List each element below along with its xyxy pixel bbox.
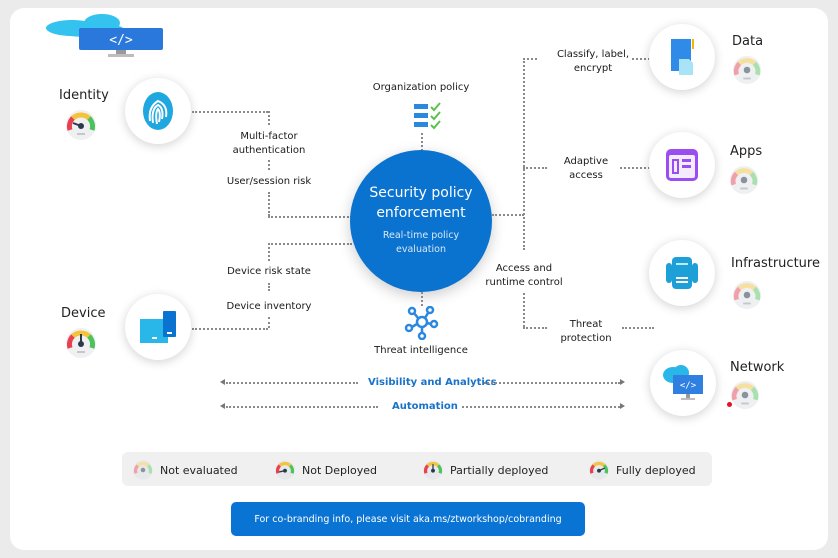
- connector-line: [268, 243, 270, 261]
- gauge-partially-deployed-icon: [423, 460, 443, 480]
- connector-line: [421, 292, 423, 306]
- legend-label: Fully deployed: [616, 463, 696, 477]
- connector-line: [484, 382, 620, 384]
- gauge-not-evaluated-icon: [731, 55, 763, 89]
- label-threat-protection: Threat protection: [560, 319, 612, 344]
- connector-line: [192, 111, 268, 113]
- connector-line: [523, 327, 547, 329]
- pillar-title-apps: Apps: [730, 144, 763, 159]
- pillar-identity[interactable]: [125, 78, 191, 144]
- cloud-monitor-icon: </>: [663, 365, 703, 400]
- label-adaptive-access: Adaptive access: [563, 156, 609, 181]
- legend-not-evaluated: Not evaluated: [132, 460, 238, 480]
- legend-label: Not Deployed: [302, 463, 378, 477]
- connector-line: [268, 283, 270, 291]
- arrow-right-icon: [620, 379, 625, 385]
- gauge-fully-deployed-icon: [64, 110, 98, 144]
- connector-line: [523, 293, 525, 327]
- flow-automation: Automation: [392, 401, 458, 412]
- connector-line: [620, 167, 650, 169]
- svg-text:</>: </>: [109, 33, 133, 48]
- pillar-title-identity: Identity: [59, 88, 109, 103]
- policy-checklist-icon: [413, 102, 443, 136]
- hub-subtitle: Real-time policy evaluation: [382, 230, 460, 255]
- connector-line: [192, 328, 268, 330]
- gauge-not-evaluated-icon: [728, 165, 760, 199]
- legend-not-deployed: Not Deployed: [274, 460, 377, 480]
- arrow-left-icon: [220, 403, 225, 409]
- label-mfa: Multi-factor authentication: [232, 131, 306, 156]
- security-policy-enforcement-hub[interactable]: Security policy enforcement Real-time po…: [350, 150, 492, 292]
- connector-line: [268, 216, 352, 218]
- label-threat-intelligence: Threat intelligence: [374, 345, 468, 356]
- alert-dot: [727, 402, 732, 407]
- gauge-fully-deployed-icon: [589, 460, 609, 480]
- connector-line: [226, 382, 358, 384]
- arrow-left-icon: [220, 379, 225, 385]
- connector-line: [268, 160, 270, 170]
- label-classify: Classify, label, encrypt: [556, 49, 630, 74]
- pillar-title-data: Data: [732, 34, 764, 49]
- legend-label: Partially deployed: [450, 463, 549, 477]
- pillar-device[interactable]: [125, 294, 191, 360]
- connector-line: [523, 58, 537, 60]
- hub-title: Security policy enforcement: [369, 185, 473, 221]
- label-organization-policy: Organization policy: [372, 82, 470, 93]
- gauge-partially-deployed-icon: [64, 328, 98, 362]
- connector-line: [421, 133, 423, 151]
- flow-visibility-analytics: Visibility and Analytics: [368, 377, 497, 388]
- cobranding-banner[interactable]: For co-branding info, please visit aka.m…: [231, 502, 585, 536]
- connector-line: [268, 192, 270, 216]
- gauge-not-evaluated-icon: [133, 460, 153, 480]
- pillar-data[interactable]: [649, 24, 715, 90]
- gauge-not-evaluated-icon: [729, 380, 761, 414]
- connector-line: [622, 327, 654, 329]
- connector-line: [523, 167, 547, 169]
- devices-icon: [140, 311, 176, 343]
- arrow-right-icon: [620, 403, 625, 409]
- label-user-session-risk: User/session risk: [226, 176, 312, 187]
- svg-text:</>: </>: [680, 381, 697, 391]
- pillar-infrastructure[interactable]: [649, 240, 715, 306]
- legend-partially-deployed: Partially deployed: [422, 460, 548, 480]
- logo-cloud-code-icon: </>: [44, 14, 164, 64]
- app-window-icon: [666, 149, 698, 181]
- server-icon: [666, 257, 698, 289]
- status-legend: Not evaluated Not Deployed Partially dep…: [122, 452, 712, 486]
- connector-line: [632, 58, 650, 60]
- connector-line: [268, 111, 270, 125]
- label-access-runtime: Access and runtime control: [485, 263, 563, 288]
- document-icon: [671, 39, 694, 75]
- legend-fully-deployed: Fully deployed: [588, 460, 696, 480]
- label-device-risk-state: Device risk state: [227, 266, 311, 277]
- legend-label: Not evaluated: [160, 463, 238, 477]
- connector-line: [268, 317, 270, 328]
- fingerprint-icon: [143, 92, 173, 130]
- pillar-title-device: Device: [61, 306, 106, 321]
- connector-line: [492, 214, 524, 216]
- connector-line: [226, 406, 378, 408]
- connector-line: [523, 58, 525, 250]
- pillar-title-infrastructure: Infrastructure: [731, 256, 820, 271]
- pillar-apps[interactable]: [649, 132, 715, 198]
- pillar-title-network: Network: [730, 360, 785, 375]
- connector-line: [268, 243, 352, 245]
- connector-line: [462, 406, 620, 408]
- gauge-not-deployed-icon: [275, 460, 295, 480]
- pillar-network[interactable]: </>: [650, 350, 716, 416]
- gauge-not-evaluated-icon: [731, 280, 763, 314]
- label-device-inventory: Device inventory: [226, 301, 312, 312]
- network-hub-icon: [404, 305, 440, 344]
